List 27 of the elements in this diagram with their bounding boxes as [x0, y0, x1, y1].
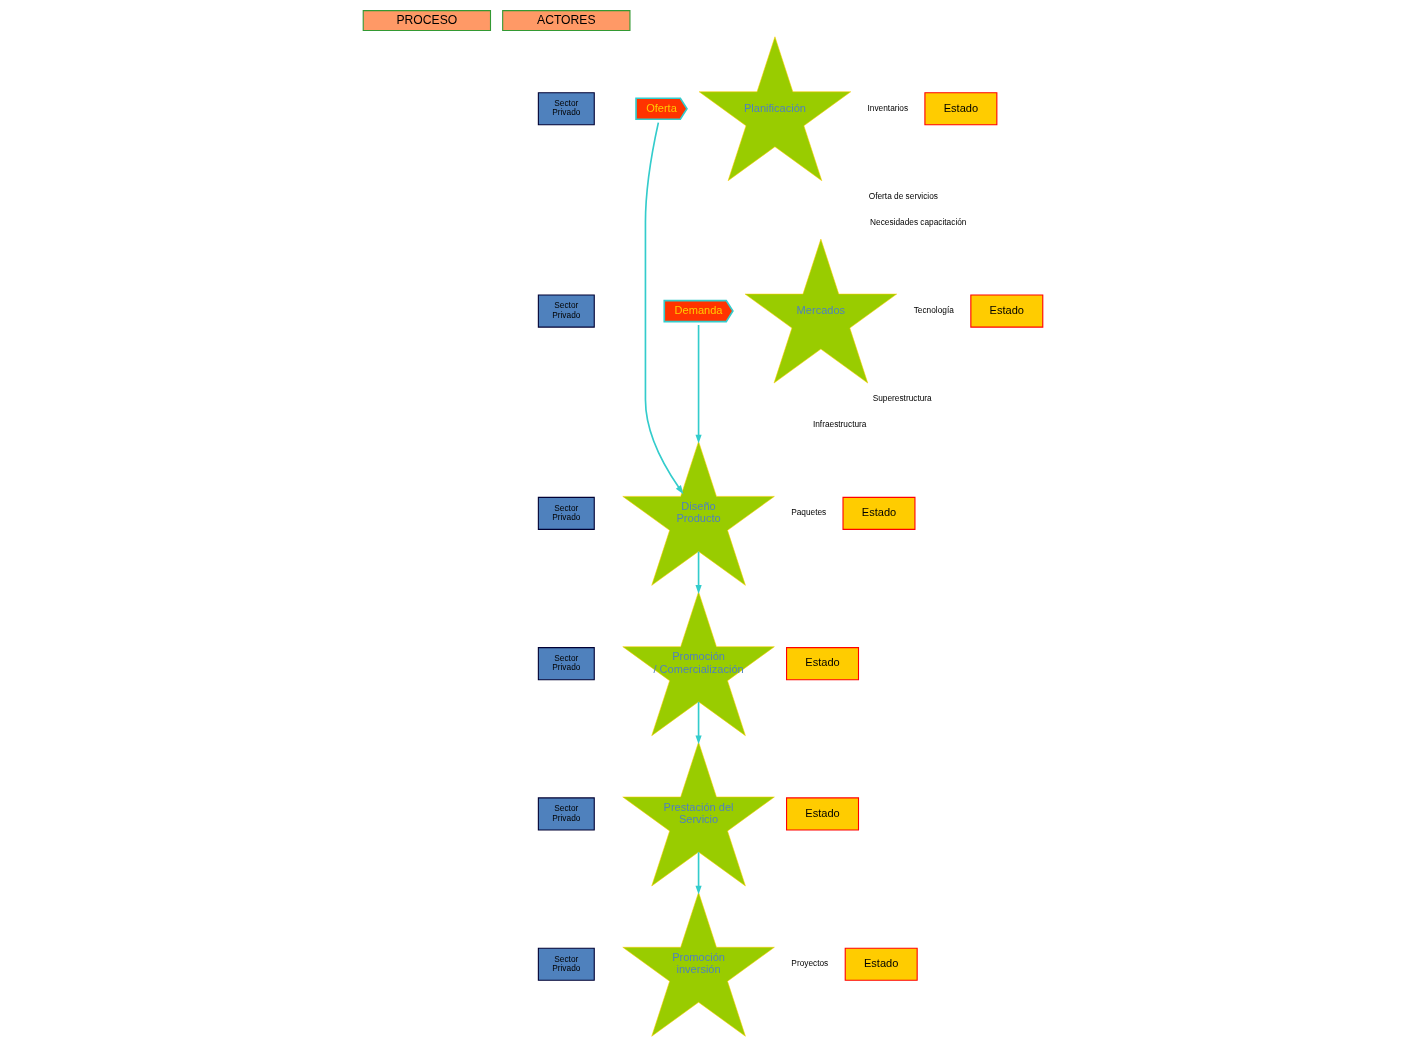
label: Inventarios	[867, 102, 909, 113]
node-box: Estado	[786, 797, 860, 831]
node-box: ACTORES	[502, 10, 631, 32]
node-box: Sector Privado	[537, 647, 595, 681]
arrow	[644, 121, 684, 495]
node-box: Sector Privado	[537, 92, 595, 126]
node-box: Sector Privado	[537, 496, 595, 530]
arrow	[695, 324, 702, 444]
node-box: Estado	[924, 92, 998, 126]
label: Tecnología	[913, 305, 954, 315]
node-box: Estado	[842, 496, 916, 530]
label: Superestructura	[872, 393, 932, 404]
node-box: Estado	[844, 947, 918, 981]
label: Paquetes	[791, 507, 827, 518]
node-box: Estado	[786, 647, 860, 681]
node-box: Estado	[970, 294, 1044, 328]
label: Proyectos	[791, 958, 829, 969]
node-box: PROCESO	[362, 10, 492, 32]
label: Infraestructura	[812, 419, 867, 430]
node-box: Sector Privado	[537, 947, 595, 981]
node-box: Sector Privado	[537, 797, 595, 831]
label: Necesidades capacitación	[870, 216, 967, 227]
arrow	[695, 851, 702, 895]
node-box: Sector Privado	[537, 294, 595, 328]
arrow	[695, 550, 702, 594]
arrow	[695, 701, 702, 745]
label: Oferta de servicios	[868, 190, 938, 201]
